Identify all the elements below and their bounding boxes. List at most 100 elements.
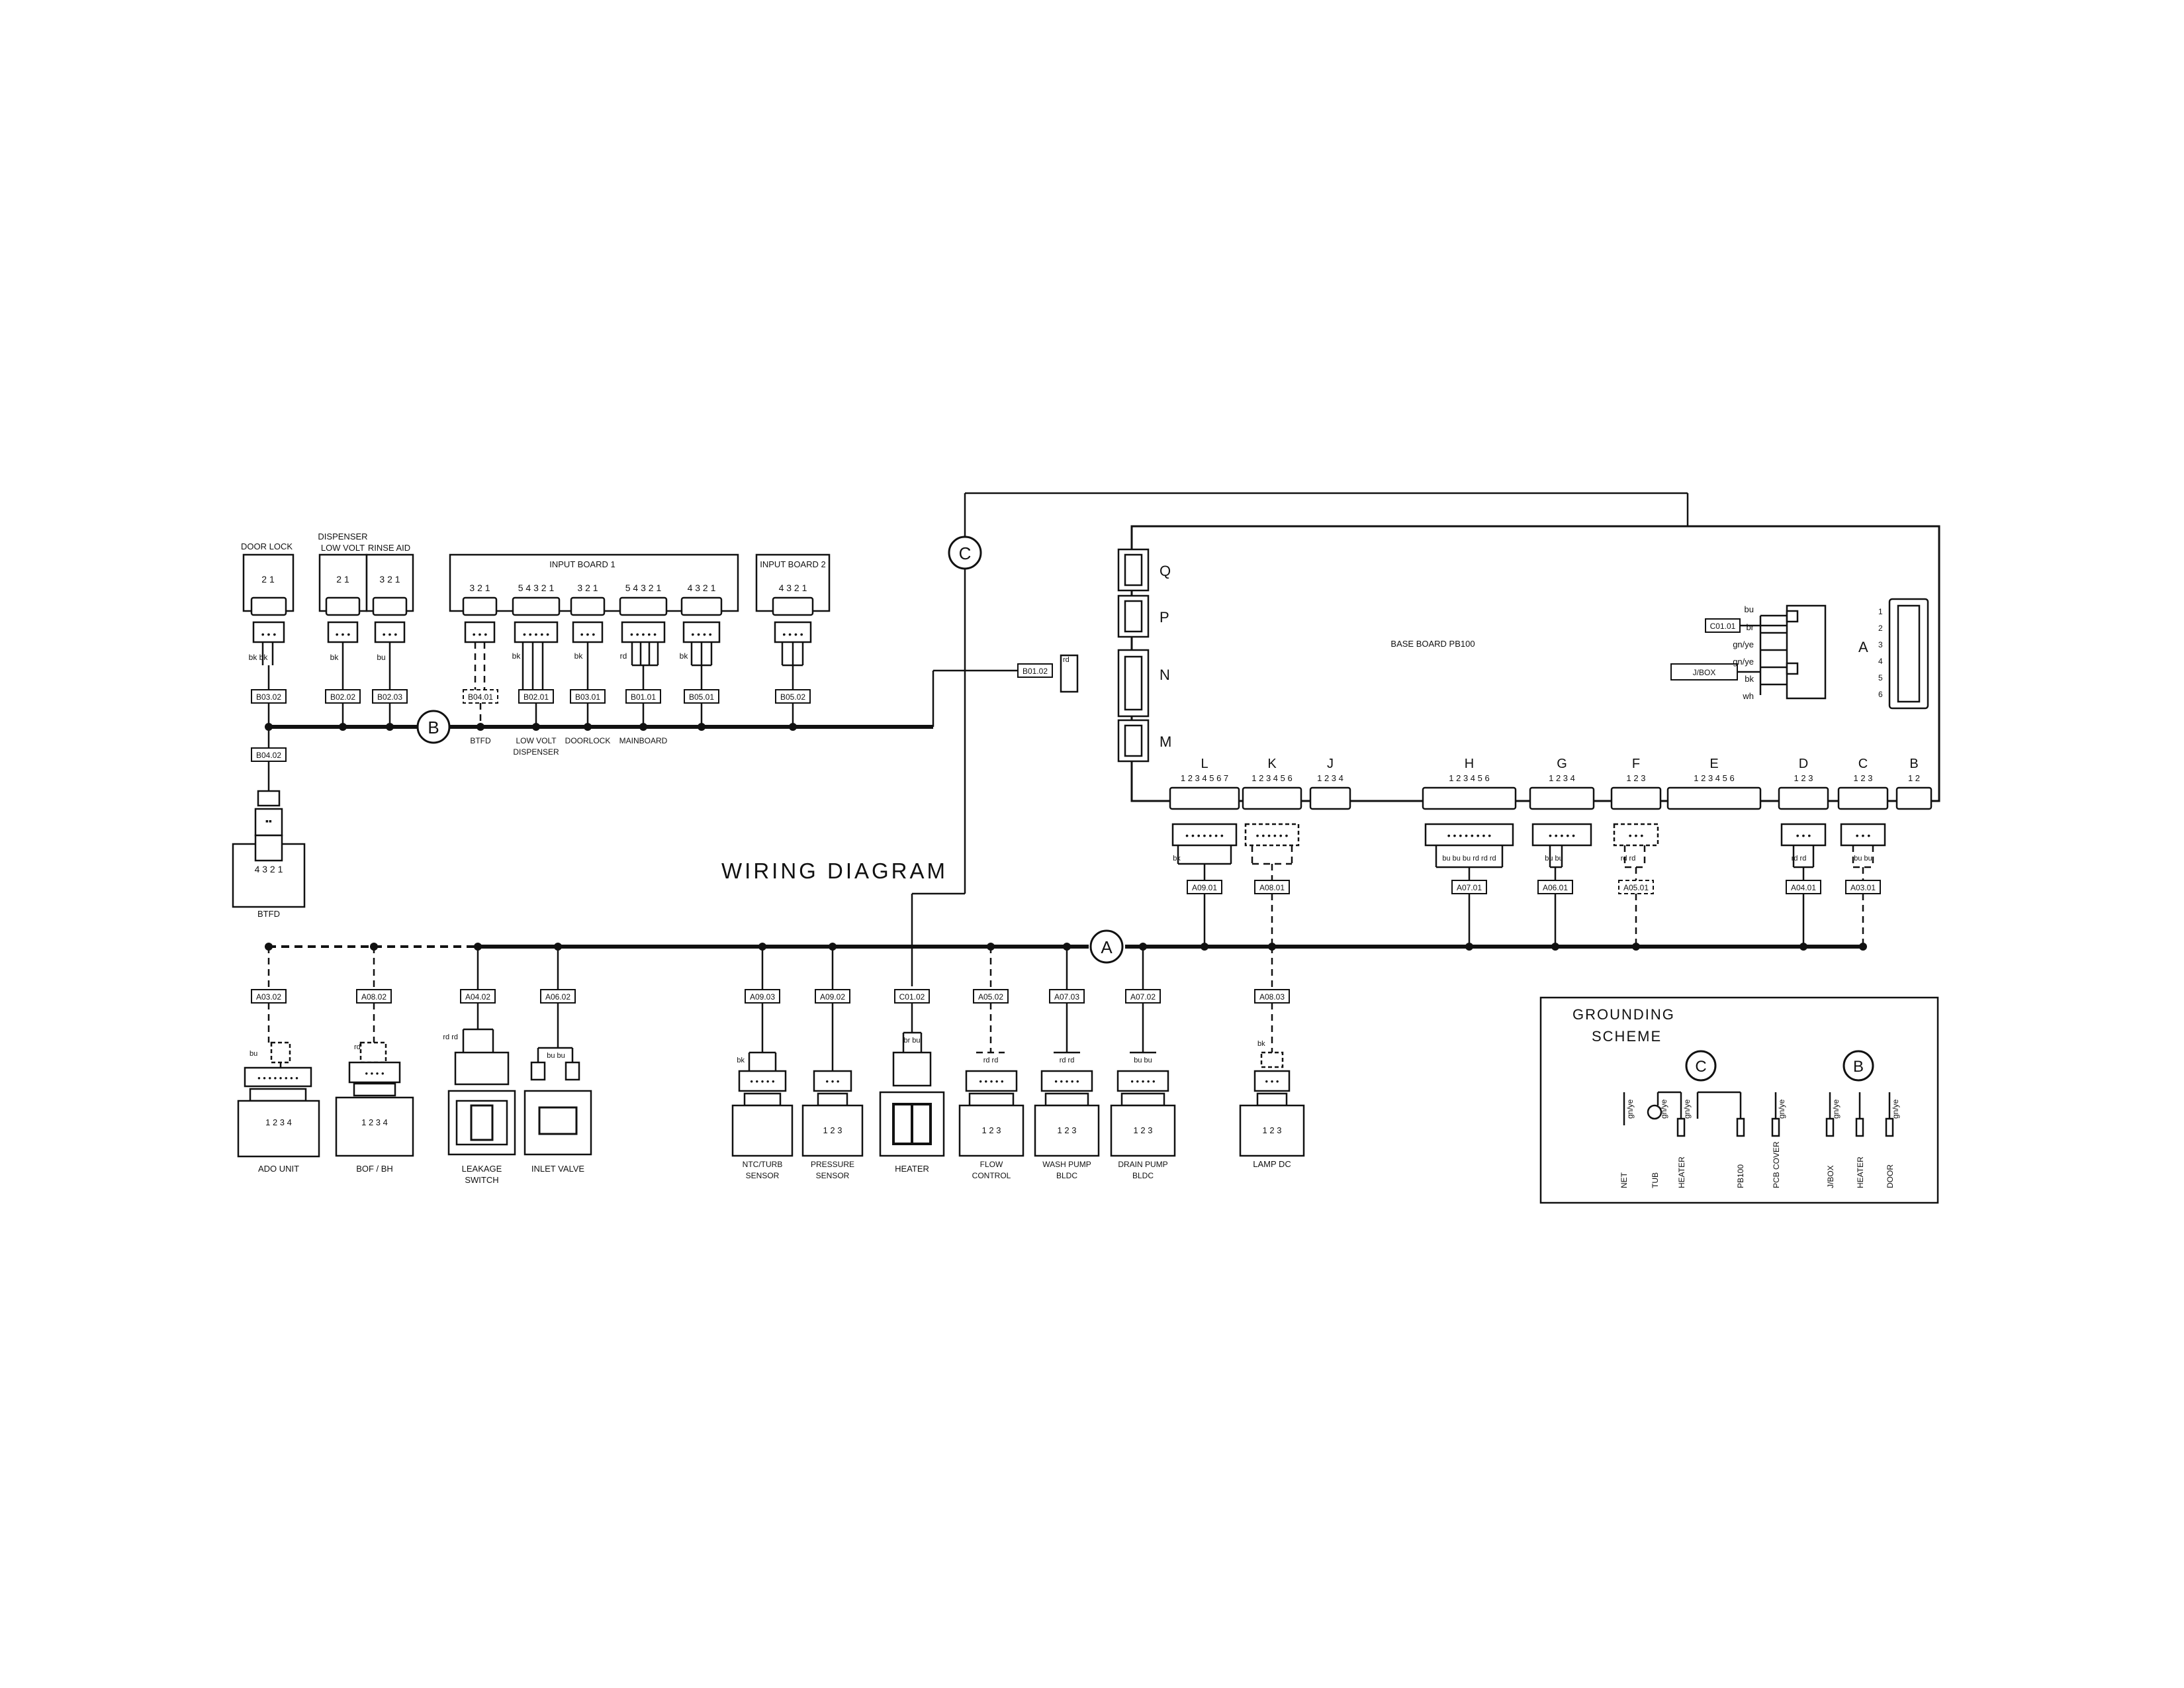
- svg-text:br bu: br bu: [903, 1037, 920, 1045]
- input-board-1: INPUT BOARD 1 3 2 1 • • • B04.01 BTFD 5 …: [449, 553, 739, 757]
- svg-text:rd: rd: [354, 1043, 361, 1051]
- svg-text:4: 4: [1878, 657, 1883, 666]
- svg-text:C01.01: C01.01: [1710, 622, 1736, 631]
- pressure-sensor-component: A09.02 • • • 1 2 3 PRESSURE SENSOR: [801, 943, 864, 1180]
- svg-text:• • • • •: • • • • •: [750, 1076, 775, 1086]
- svg-text:SENSOR: SENSOR: [816, 1171, 850, 1180]
- svg-text:FLOW: FLOW: [980, 1160, 1003, 1169]
- svg-text:2: 2: [1878, 624, 1883, 633]
- svg-text:N: N: [1160, 667, 1170, 683]
- svg-text:A03.02: A03.02: [256, 992, 281, 1002]
- svg-text:BTFD: BTFD: [470, 736, 491, 745]
- svg-text:HEATER: HEATER: [895, 1164, 929, 1174]
- svg-text:1 2 3: 1 2 3: [823, 1125, 842, 1135]
- svg-text:gn/ye: gn/ye: [1891, 1099, 1900, 1119]
- svg-text:5 4 3 2 1: 5 4 3 2 1: [518, 583, 555, 593]
- svg-text:5: 5: [1878, 673, 1883, 682]
- flow-control-component: A05.02 rd rd • • • • • 1 2 3 FLOW CONTRO…: [958, 943, 1024, 1180]
- svg-text:B03.01: B03.01: [575, 692, 600, 702]
- svg-text:1 2 3 4: 1 2 3 4: [1549, 773, 1575, 783]
- svg-text:• • •: • • •: [1629, 830, 1644, 841]
- svg-text:A08.03: A08.03: [1259, 992, 1285, 1002]
- input-board-2: INPUT BOARD 2 4 3 2 1 • • • • B05.02: [755, 553, 831, 727]
- svg-text:bk: bk: [574, 651, 584, 661]
- svg-text:• • • • •: • • • • •: [979, 1076, 1004, 1086]
- svg-text:1 2 3: 1 2 3: [1854, 773, 1873, 783]
- svg-text:GROUNDING: GROUNDING: [1572, 1006, 1675, 1023]
- svg-text:5 4 3 2 1: 5 4 3 2 1: [625, 583, 662, 593]
- svg-text:DOOR: DOOR: [1886, 1164, 1895, 1188]
- svg-text:rd rd: rd rd: [1792, 855, 1807, 863]
- svg-text:A05.01: A05.01: [1623, 883, 1649, 892]
- svg-text:• • •: • • •: [1796, 830, 1811, 841]
- page-title: WIRING DIAGRAM: [721, 859, 948, 883]
- svg-text:MAINBOARD: MAINBOARD: [619, 736, 668, 745]
- svg-text:bk bk: bk bk: [249, 653, 269, 662]
- svg-text:bk: bk: [512, 651, 522, 661]
- svg-text:rd rd: rd rd: [1621, 855, 1636, 863]
- svg-text:LEAKAGE: LEAKAGE: [462, 1164, 502, 1174]
- svg-text:A06.01: A06.01: [1543, 883, 1568, 892]
- svg-text:• • • •: • • • •: [782, 629, 803, 639]
- svg-text:F: F: [1632, 757, 1640, 771]
- svg-text:DOOR LOCK: DOOR LOCK: [241, 541, 293, 551]
- svg-text:NET: NET: [1619, 1172, 1629, 1188]
- svg-text:bu bu: bu bu: [1134, 1056, 1152, 1064]
- svg-text:2 1: 2 1: [336, 574, 349, 585]
- svg-text:• • • • •: • • • • •: [1130, 1076, 1156, 1086]
- svg-text:3 2 1: 3 2 1: [469, 583, 490, 593]
- svg-text:INPUT BOARD 2: INPUT BOARD 2: [760, 559, 825, 569]
- rinse-aid-component: RINSE AID 3 2 1 • • • bu B02.03: [365, 543, 414, 727]
- grounding-scheme: GROUNDING SCHEME C B gn/ye gn/ye: [1539, 996, 1939, 1204]
- svg-text:DOORLOCK: DOORLOCK: [565, 736, 611, 745]
- svg-text:B02.01: B02.01: [523, 692, 549, 702]
- svg-text:BASE BOARD PB100: BASE BOARD PB100: [1390, 639, 1475, 649]
- svg-text:rd: rd: [620, 651, 627, 661]
- drain-pump-component: A07.02 bu bu • • • • • 1 2 3 DRAIN PUMP …: [1110, 943, 1176, 1180]
- svg-text:1 2 3 4: 1 2 3 4: [1317, 773, 1343, 783]
- svg-text:C: C: [1695, 1058, 1706, 1076]
- door-lock-component: DOOR LOCK 2 1 • • • bk bk B03.02: [241, 541, 295, 727]
- svg-text:WASH PUMP: WASH PUMP: [1042, 1160, 1091, 1169]
- svg-text:• • •: • • •: [336, 629, 351, 639]
- connector-a: C01.01 J/BOX bu br gn/ye gn/ye bk wh A 1…: [1670, 598, 1929, 710]
- svg-text:1 2 3 4 5 6: 1 2 3 4 5 6: [1694, 773, 1734, 783]
- wash-pump-component: A07.03 rd rd • • • • • 1 2 3 WASH PUMP B…: [1034, 943, 1100, 1180]
- svg-text:gn/ye: gn/ye: [1733, 639, 1754, 649]
- svg-text:4 3 2 1: 4 3 2 1: [688, 583, 716, 593]
- svg-text:1 2 3: 1 2 3: [1263, 1125, 1282, 1135]
- svg-text:3 2 1: 3 2 1: [379, 574, 400, 585]
- svg-text:HEATER: HEATER: [1677, 1156, 1686, 1188]
- svg-text:gn/ye: gn/ye: [1625, 1099, 1635, 1119]
- svg-text:3 2 1: 3 2 1: [577, 583, 598, 593]
- svg-text:B04.02: B04.02: [256, 751, 281, 760]
- svg-text:gn/ye: gn/ye: [1659, 1099, 1668, 1119]
- svg-text:DISPENSER: DISPENSER: [513, 747, 559, 757]
- svg-text:4 3 2 1: 4 3 2 1: [779, 583, 807, 593]
- svg-text:1 2 3 4 5 6 7: 1 2 3 4 5 6 7: [1181, 773, 1228, 783]
- grounding-bus-b-marker: B: [1843, 1050, 1874, 1082]
- svg-text:B: B: [428, 718, 439, 737]
- svg-text:1 2 3: 1 2 3: [1134, 1125, 1153, 1135]
- svg-text:1 2: 1 2: [1908, 773, 1920, 783]
- svg-text:bu bu: bu bu: [1545, 855, 1563, 863]
- svg-text:A06.02: A06.02: [545, 992, 570, 1002]
- svg-text:K: K: [1267, 757, 1277, 771]
- svg-text:SENSOR: SENSOR: [746, 1171, 780, 1180]
- svg-text:A05.02: A05.02: [978, 992, 1003, 1002]
- svg-text:BLDC: BLDC: [1056, 1171, 1077, 1180]
- connector-e: E 1 2 3 4 5 6: [1666, 757, 1762, 810]
- side-connector-q: Q: [1117, 548, 1171, 592]
- svg-text:2 1: 2 1: [261, 574, 275, 585]
- svg-text:SCHEME: SCHEME: [1592, 1028, 1662, 1045]
- svg-text:SWITCH: SWITCH: [465, 1175, 498, 1185]
- svg-text:A09.03: A09.03: [750, 992, 775, 1002]
- svg-text:A03.01: A03.01: [1850, 883, 1876, 892]
- svg-text:C: C: [959, 543, 972, 563]
- svg-text:1 2 3 4: 1 2 3 4: [265, 1117, 292, 1127]
- svg-text:wh: wh: [1742, 691, 1754, 701]
- svg-text:B: B: [1909, 757, 1918, 771]
- svg-text:B02.03: B02.03: [377, 692, 402, 702]
- svg-text:A09.02: A09.02: [820, 992, 845, 1002]
- bus-b-junctions: [265, 723, 797, 731]
